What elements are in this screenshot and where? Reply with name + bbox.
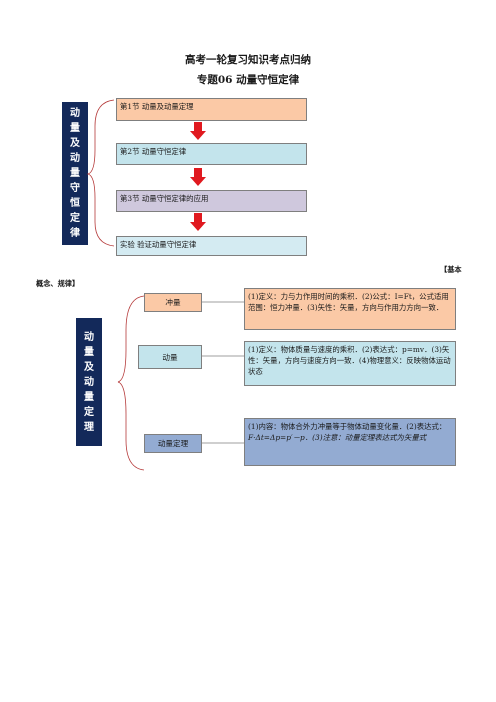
- theorem-sidebar: 动量及动量定理: [76, 318, 102, 446]
- momentum-label-box[interactable]: 动量: [138, 345, 202, 369]
- outline-sidebar-label: 动量及动量守恒定律: [70, 108, 80, 239]
- momentum-text: (1)定义：物体质量与速度的乘积．(2)表达式：p=mv．(3)矢性：矢量，方向…: [248, 345, 451, 376]
- momentum-description: (1)定义：物体质量与速度的乘积．(2)表达式：p=mv．(3)矢性：矢量，方向…: [244, 341, 456, 386]
- outline-section-label: 实验 验证动量守恒定律: [120, 240, 197, 249]
- theorem-label: 动量定理: [157, 439, 189, 448]
- outline-section-label: 第1节 动量及动量定理: [120, 102, 194, 111]
- outline-section-3[interactable]: 第3节 动量守恒定律的应用: [116, 190, 307, 212]
- outline-section-4[interactable]: 实验 验证动量守恒定律: [116, 236, 307, 256]
- outline-section-label: 第2节 动量守恒定律: [120, 147, 187, 156]
- impulse-label-box[interactable]: 冲量: [144, 293, 202, 312]
- impulse-label: 冲量: [165, 298, 181, 307]
- impulse-description: (1)定义：力与力作用时间的乘积．(2)公式：I=Ft，公式适用范围：恒力冲量．…: [244, 288, 456, 330]
- theorem-label-box[interactable]: 动量定理: [144, 434, 202, 453]
- section-heading-part1: 【基本: [440, 265, 462, 274]
- arrow-down-icon: [190, 168, 206, 186]
- section-heading-part2: 概念、规律】: [36, 279, 80, 288]
- outline-sidebar: 动量及动量守恒定律: [62, 102, 88, 245]
- theorem-text-line1: (1)内容：物体合外力冲量等于物体动量变化量．(2)表达式：: [248, 422, 447, 431]
- theorem-sidebar-label: 动量及动量定理: [84, 331, 94, 433]
- arrow-down-icon: [190, 122, 206, 140]
- theorem-bracket: [117, 295, 145, 471]
- impulse-text: (1)定义：力与力作用时间的乘积．(2)公式：I=Ft，公式适用范围：恒力冲量．…: [248, 292, 449, 312]
- outline-section-2[interactable]: 第2节 动量守恒定律: [116, 143, 307, 165]
- theorem-text-line2: F·Δt=Δp=p′－p．(3)注意：动量定理表达式为矢量式: [248, 433, 427, 442]
- arrow-down-icon: [190, 213, 206, 231]
- page-subtitle: 专题06 动量守恒定律: [196, 74, 300, 86]
- outline-section-label: 第3节 动量守恒定律的应用: [120, 194, 209, 203]
- outline-bracket: [86, 99, 115, 247]
- momentum-label: 动量: [162, 352, 178, 362]
- page-title: 高考一轮复习知识考点归纳: [185, 54, 311, 66]
- theorem-description: (1)内容：物体合外力冲量等于物体动量变化量．(2)表达式： F·Δt=Δp=p…: [244, 418, 456, 466]
- outline-section-1[interactable]: 第1节 动量及动量定理: [116, 98, 307, 121]
